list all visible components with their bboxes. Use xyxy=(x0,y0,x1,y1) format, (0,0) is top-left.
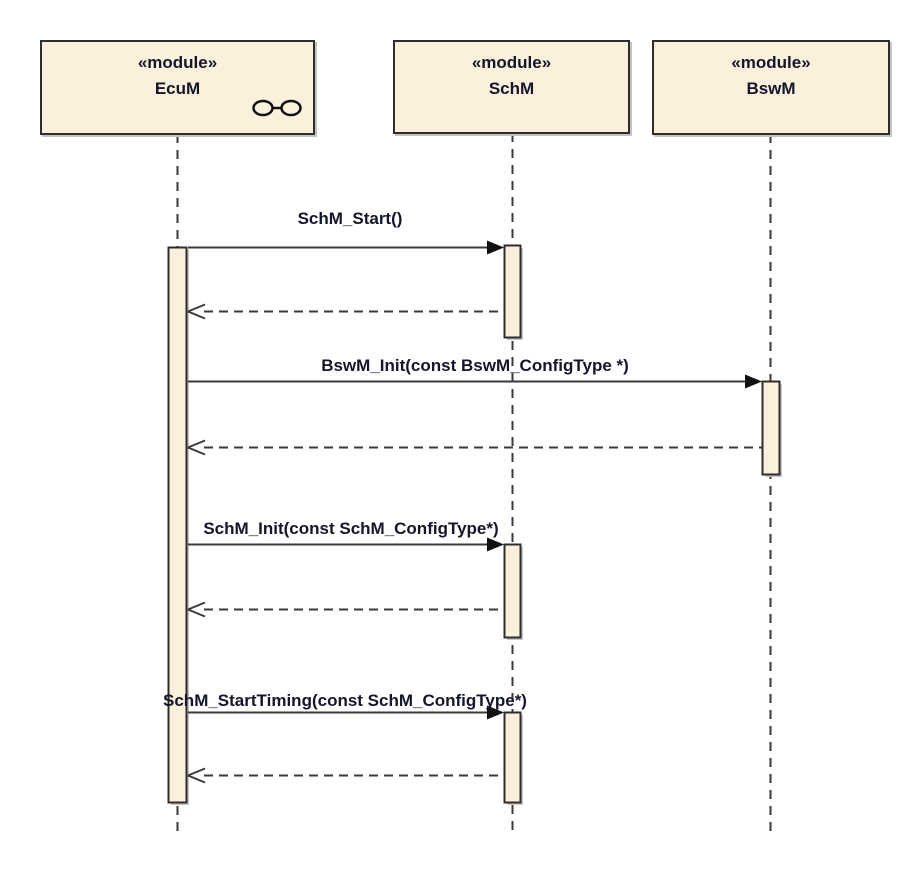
return-arrow-bswm-init xyxy=(187,439,762,456)
message-label-schm-starttiming: SchM_StartTiming(const SchM_ConfigType*) xyxy=(163,691,527,710)
call-arrow-schm-starttiming xyxy=(188,705,504,720)
call-arrow-schm-start xyxy=(188,240,504,255)
module-box-schm: «module» SchM xyxy=(393,40,630,134)
module-stereotype: «module» xyxy=(137,53,218,72)
message-label-schm-start: SchM_Start() xyxy=(297,209,403,228)
return-arrow-schm-start xyxy=(187,303,504,320)
call-arrow-bswm-init xyxy=(188,374,762,389)
activation-bar-bswm xyxy=(761,380,781,476)
return-arrow-schm-starttiming xyxy=(187,767,504,784)
module-box-ecum: «module» EcuM xyxy=(40,40,315,135)
call-arrow-schm-init xyxy=(188,537,504,552)
module-name: EcuM xyxy=(154,79,201,98)
required-provided-interface-icon xyxy=(252,99,302,117)
module-name: BswM xyxy=(746,79,796,98)
module-name: SchM xyxy=(488,79,535,98)
module-stereotype: «module» xyxy=(471,53,552,72)
activation-bar-schm-1 xyxy=(503,244,522,339)
activation-bar-schm-2 xyxy=(503,543,522,639)
message-label-schm-init: SchM_Init(const SchM_ConfigType*) xyxy=(203,519,499,538)
module-box-bswm: «module» BswM xyxy=(652,40,890,135)
activation-bar-ecum xyxy=(167,246,188,804)
return-arrow-schm-init xyxy=(187,601,504,618)
activation-bar-schm-3 xyxy=(503,711,522,804)
module-stereotype: «module» xyxy=(731,53,811,72)
message-label-bswm-init: BswM_Init(const BswM_ConfigType *) xyxy=(321,356,629,375)
